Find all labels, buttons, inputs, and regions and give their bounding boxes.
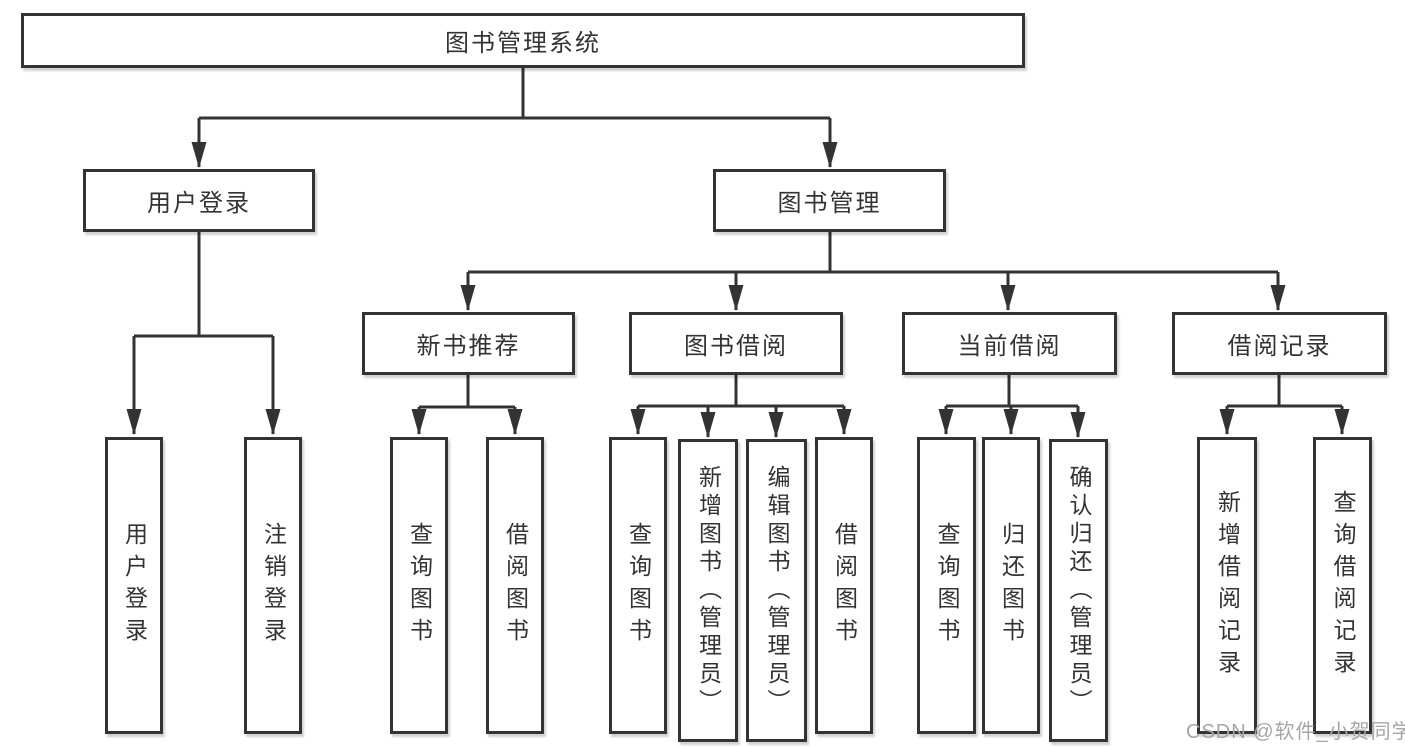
leaf-query-books-borrow: 查询图书 — [609, 437, 667, 734]
connector-book-management-to-level3 — [460, 232, 1286, 311]
leaf-return-book: 归还图书 — [982, 437, 1040, 734]
node-user-login: 用户登录 — [83, 169, 315, 232]
leaf-confirm-return-admin-label: 确认归还（管理员） — [1066, 464, 1092, 717]
connector-current-borrow-to-leaves — [938, 375, 1086, 438]
connector-book-borrow-to-leaves — [630, 375, 852, 438]
leaf-user-login-label: 用户登录 — [121, 521, 148, 650]
leaf-query-books-current-label: 查询图书 — [934, 521, 960, 650]
leaf-user-login: 用户登录 — [105, 437, 163, 734]
node-book-borrow-label: 图书借阅 — [684, 333, 788, 360]
node-root-label: 图书管理系统 — [445, 30, 601, 57]
node-borrow-records-label: 借阅记录 — [1227, 333, 1332, 360]
node-root: 图书管理系统 — [21, 13, 1025, 68]
connector-new-book-recommend-to-leaves — [411, 375, 523, 435]
leaf-query-books-current: 查询图书 — [917, 437, 976, 734]
node-book-borrow: 图书借阅 — [629, 312, 843, 375]
leaf-query-books-recommend: 查询图书 — [390, 437, 448, 734]
leaf-edit-book-admin-label: 编辑图书（管理员） — [764, 464, 790, 717]
leaf-borrow-books-2-label: 借阅图书 — [831, 521, 858, 650]
node-current-borrow-label: 当前借阅 — [957, 333, 1062, 360]
leaf-confirm-return-admin: 确认归还（管理员） — [1049, 439, 1108, 742]
leaf-query-borrow-record: 查询借阅记录 — [1313, 437, 1372, 734]
node-user-login-label: 用户登录 — [147, 190, 251, 217]
leaf-logout: 注销登录 — [244, 437, 302, 734]
node-book-management: 图书管理 — [713, 169, 946, 232]
node-new-book-recommend: 新书推荐 — [362, 312, 575, 375]
connector-borrow-records-to-leaves — [1219, 375, 1350, 435]
leaf-return-book-label: 归还图书 — [998, 521, 1025, 650]
leaf-add-book-admin-label: 新增图书（管理员） — [695, 464, 722, 717]
leaf-query-borrow-record-label: 查询借阅记录 — [1330, 489, 1356, 682]
connector-user-login-to-leaves — [126, 232, 281, 435]
leaf-add-borrow-record-label: 新增借阅记录 — [1214, 489, 1241, 682]
leaf-logout-label: 注销登录 — [260, 521, 287, 650]
node-book-management-label: 图书管理 — [777, 190, 882, 217]
leaf-borrow-books-recommend: 借阅图书 — [486, 437, 544, 734]
connector-root-to-level2 — [191, 68, 838, 168]
node-new-book-recommend-label: 新书推荐 — [416, 333, 521, 360]
watermark: CSDN @软件_小贺同学 — [1186, 721, 1405, 743]
node-current-borrow: 当前借阅 — [902, 312, 1117, 375]
leaf-add-book-admin: 新增图书（管理员） — [678, 439, 738, 742]
leaf-edit-book-admin: 编辑图书（管理员） — [746, 439, 807, 742]
node-borrow-records: 借阅记录 — [1172, 312, 1387, 375]
leaf-query-books-recommend-label: 查询图书 — [406, 521, 433, 650]
leaf-borrow-books-recommend-label: 借阅图书 — [502, 521, 529, 650]
leaf-borrow-books-2: 借阅图书 — [815, 437, 873, 734]
leaf-query-books-borrow-label: 查询图书 — [625, 521, 652, 650]
leaf-add-borrow-record: 新增借阅记录 — [1197, 437, 1257, 734]
